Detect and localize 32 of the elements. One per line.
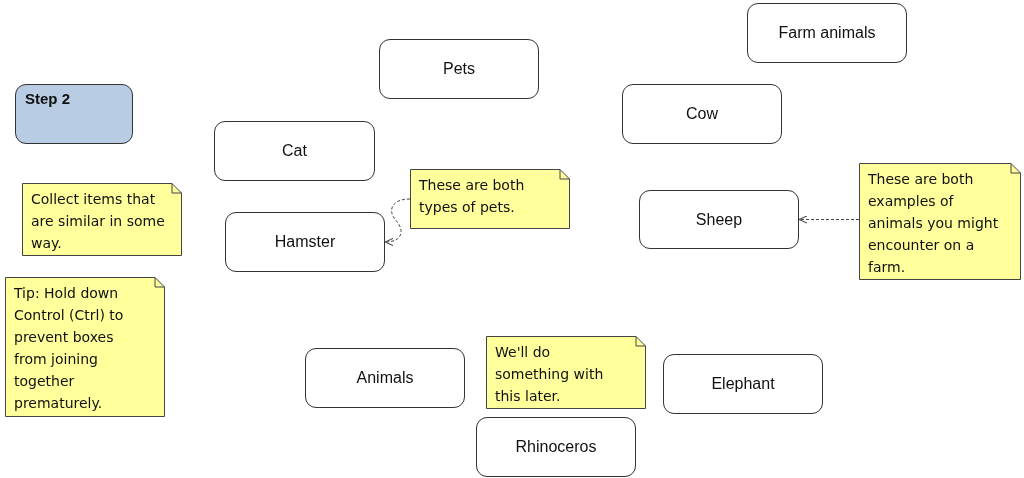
concept-box	[747, 3, 907, 63]
concept-box	[379, 39, 539, 99]
concept-box	[305, 348, 465, 408]
sticky-note	[22, 183, 182, 256]
step-heading: Step 2	[25, 90, 70, 107]
box-label: Rhinoceros	[515, 438, 597, 456]
note-text: These are both types of pets.	[419, 176, 526, 217]
dashed-leader-arrow	[384, 198, 411, 246]
note-text: Tip: Hold down Control (Ctrl) to prevent boxes from joining together prematurely.	[14, 284, 125, 413]
concept-box	[622, 84, 782, 144]
sticky-note	[486, 336, 646, 409]
note-text: We'll do something with this later.	[495, 343, 605, 406]
box-label: Sheep	[695, 210, 743, 229]
concept-box	[639, 190, 799, 249]
box-label: Hamster	[274, 233, 336, 251]
concept-box	[663, 354, 823, 414]
box-label: Elephant	[711, 375, 775, 393]
note-text: These are both examples of animals you might encounter on a farm.	[868, 170, 1000, 277]
box-label: Pets	[443, 60, 475, 78]
sticky-note	[410, 169, 570, 229]
sticky-note	[5, 277, 165, 417]
box-label: Cat	[282, 142, 307, 160]
concept-box	[476, 417, 636, 477]
concept-box	[225, 212, 385, 272]
box-label: Cow	[686, 105, 718, 123]
box-label: Farm animals	[778, 24, 876, 42]
note-text: Collect items that are similar in some way.	[31, 190, 166, 253]
dashed-leader-arrow	[798, 215, 860, 224]
concept-box	[214, 121, 375, 181]
step-box	[15, 84, 133, 144]
box-label: Animals	[356, 369, 414, 387]
sticky-note	[859, 163, 1021, 280]
